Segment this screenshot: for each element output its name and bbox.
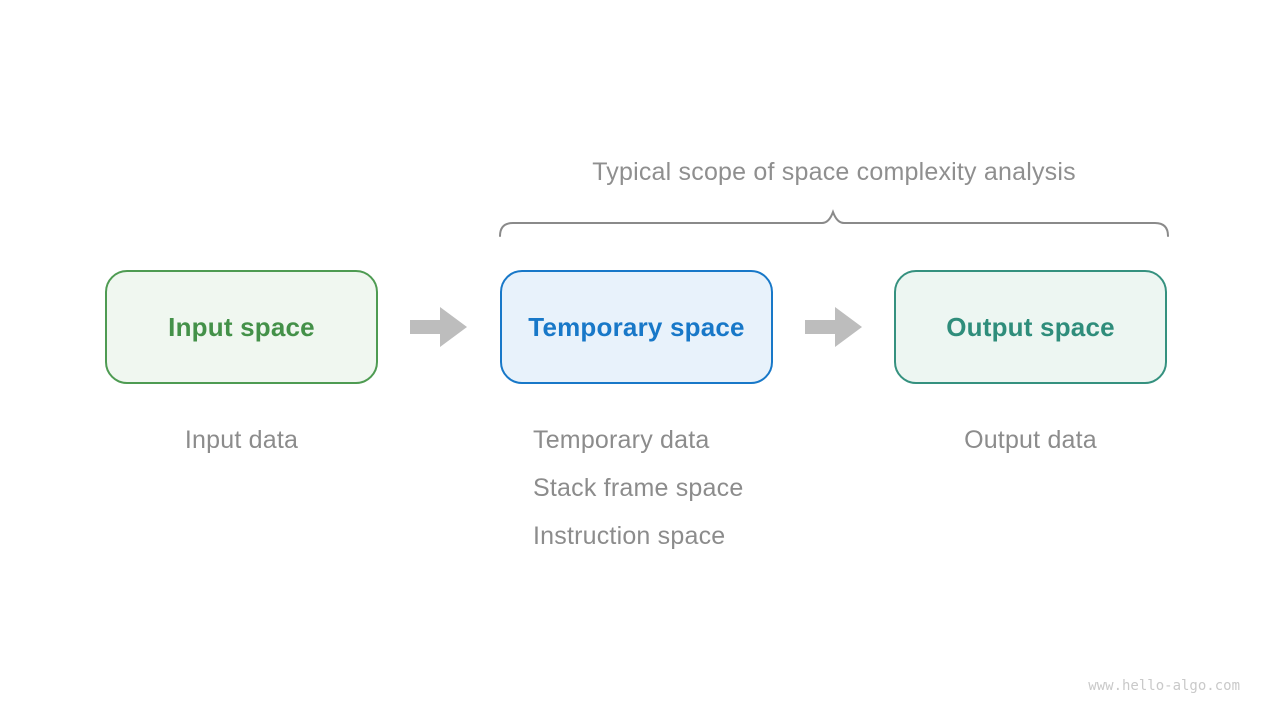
temporary-space-box: Temporary space [500,270,773,384]
temporary-space-label: Temporary space [528,311,745,342]
instruction-space-caption: Instruction space [533,522,726,550]
input-space-box: Input space [105,270,378,384]
output-space-label: Output space [946,311,1115,342]
arrow-right-icon [410,307,467,347]
temporary-captions: Temporary data Stack frame space Instruc… [533,416,743,560]
curly-brace-icon [499,209,1169,237]
output-data-caption: Output data [964,426,1097,454]
temporary-data-caption: Temporary data [533,426,710,454]
watermark: www.hello-algo.com [1088,678,1240,694]
diagram-title: Typical scope of space complexity analys… [592,158,1076,186]
input-space-label: Input space [168,311,315,342]
arrow-right-icon [805,307,862,347]
input-data-caption: Input data [184,426,299,454]
output-space-box: Output space [894,270,1167,384]
stack-frame-space-caption: Stack frame space [533,474,744,502]
